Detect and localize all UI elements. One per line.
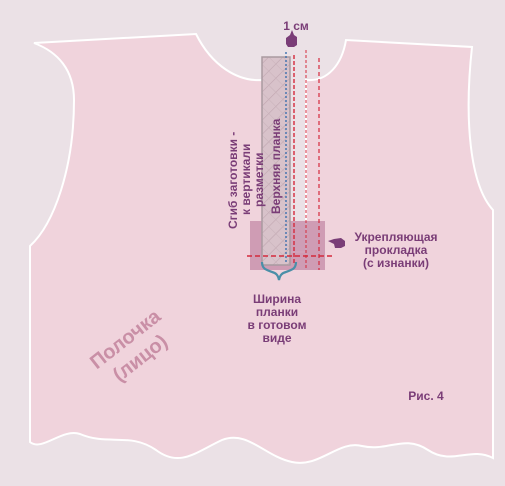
- interfacing-label-line-3: (с изнанки): [363, 256, 429, 270]
- placket-width-label-line-4: виде: [262, 331, 291, 345]
- placket-width-label-line-1: Ширина: [253, 292, 301, 306]
- fold-line-label: Сгиб заготовки - к вертикали разметки: [226, 132, 266, 229]
- fold-line-label-line-2: к вертикали: [239, 144, 253, 215]
- top-placket-label: Верхняя планка: [269, 118, 283, 214]
- placket-width-label-line-2: планки: [256, 305, 298, 319]
- interfacing-label-line-2: прокладка: [365, 243, 428, 257]
- placket-width-label: Ширина планки в готовом виде: [248, 292, 307, 345]
- seam-allowance-label: 1 см: [283, 19, 309, 33]
- pointing-hand-icon: [286, 30, 297, 47]
- fold-line-label-line-3: разметки: [252, 153, 266, 207]
- width-brace: [260, 261, 298, 281]
- fold-line-label-line-1: Сгиб заготовки -: [226, 132, 240, 229]
- interfacing-label-line-1: Укрепляющая: [354, 230, 437, 244]
- pointing-hand-icon: [328, 238, 345, 248]
- figure-number-label: Рис. 4: [408, 389, 444, 403]
- placket-width-label-line-3: в готовом: [248, 318, 307, 332]
- interfacing-label: Укрепляющая прокладка (с изнанки): [354, 230, 437, 270]
